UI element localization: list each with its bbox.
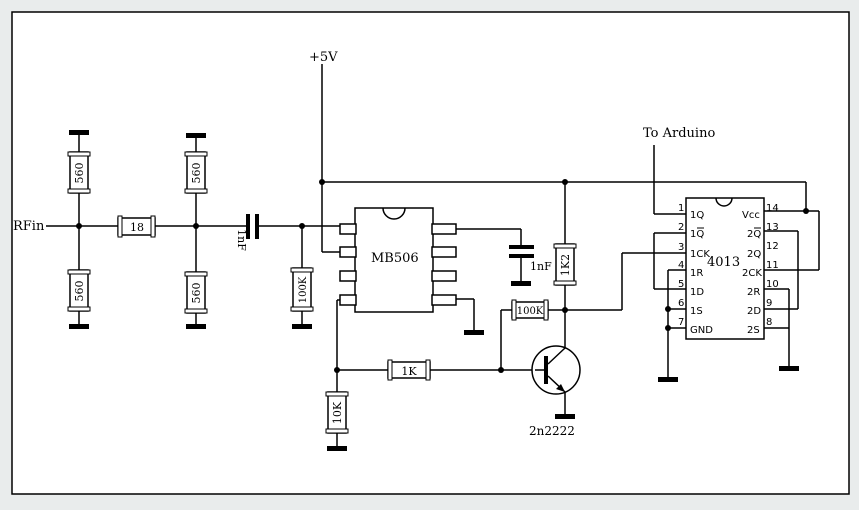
transistor-npn: 2n2222 (529, 345, 581, 438)
pin-name: GND (690, 325, 713, 336)
resistor-r-bot-left: 560 (67, 269, 91, 312)
pin-number: 14 (766, 203, 779, 214)
pin-name: 1Q (690, 210, 704, 221)
resistor-value: 18 (130, 221, 144, 234)
resistor-r-feedback: 100K (511, 299, 549, 321)
pin-name: 1D (690, 287, 704, 298)
ic-label: MB506 (371, 251, 419, 266)
ground-icon (511, 281, 531, 286)
capacitor-value: 1nF (235, 229, 248, 251)
capacitor-c-decouple: 1nF (509, 245, 552, 273)
pin-number: 7 (678, 317, 684, 328)
resistor-r-emitter-bias: 10K (325, 391, 349, 434)
resistor-value: 560 (73, 163, 86, 184)
rf-input-label: RFin (13, 219, 45, 234)
pin-name: 2CK (742, 268, 762, 279)
resistor-value: 560 (190, 163, 203, 184)
ic-mb506: MB506 (339, 207, 457, 313)
pin-name: 2S (747, 325, 760, 336)
resistor-r-base: 1K (387, 359, 431, 381)
resistor-r-top-left: 560 (67, 151, 91, 194)
resistor-r-top-mid: 560 (184, 151, 208, 194)
resistor-value: 10K (331, 401, 344, 424)
pin-name: 2R (747, 287, 760, 298)
ground-icon (464, 330, 484, 335)
ground-icon (555, 414, 575, 419)
pin-number: 3 (678, 242, 684, 253)
pin-number: 9 (766, 298, 772, 309)
pin-name: 2Q (747, 229, 761, 240)
ground-icon (69, 130, 89, 135)
ic-label: 4013 (707, 255, 740, 270)
resistor-value: 560 (73, 281, 86, 302)
junction-dots (76, 179, 809, 373)
resistor-value: 560 (190, 283, 203, 304)
pin-number: 10 (766, 279, 779, 290)
capacitor-c-input: 1nF (235, 214, 259, 251)
ground-icon (327, 446, 347, 451)
pin-number: 12 (766, 241, 779, 252)
ground-symbols (69, 130, 799, 451)
ground-icon (186, 324, 206, 329)
vcc-label: +5V (309, 50, 338, 65)
ground-icon (186, 133, 206, 138)
ground-icon (292, 324, 312, 329)
emitter-arrow-icon (556, 384, 565, 392)
pin-name: 2D (747, 306, 761, 317)
resistor-value: 1K2 (559, 254, 572, 276)
resistor-r-bot-mid: 560 (184, 271, 208, 314)
pin-number: 6 (678, 298, 684, 309)
resistor-value: 100K (517, 306, 544, 317)
pin-name: 1Q (690, 229, 704, 240)
pin-name: 1CK (690, 249, 710, 260)
ground-icon (69, 324, 89, 329)
pin-name: 1R (690, 268, 703, 279)
pin-name: 2Q (747, 249, 761, 260)
pin-number: 5 (678, 279, 684, 290)
pin-number: 11 (766, 260, 779, 271)
resistor-value: 1K (401, 365, 417, 378)
ic-4013: 4013 1 2 3 4 5 6 7 1Q 1Q 1CK 1R 1D 1S GN… (678, 197, 779, 340)
pin-name: 1S (690, 306, 703, 317)
ground-icon (779, 366, 799, 371)
resistor-value: 100K (298, 276, 309, 303)
resistor-r-collector: 1K2 (553, 243, 577, 286)
wires (46, 64, 820, 448)
to-arduino-label: To Arduino (643, 126, 715, 141)
pin-name: Vcc (742, 210, 760, 221)
resistor-r-mb-in: 100K (290, 267, 314, 312)
pin-number: 4 (678, 260, 684, 271)
transistor-label: 2n2222 (529, 424, 575, 438)
pin-number: 8 (766, 317, 772, 328)
pin-number: 13 (766, 222, 779, 233)
capacitor-value: 1nF (530, 260, 552, 273)
resistor-r-series: 18 (117, 215, 156, 238)
pin-number: 1 (678, 203, 684, 214)
ground-icon (658, 377, 678, 382)
pin-number: 2 (678, 222, 684, 233)
